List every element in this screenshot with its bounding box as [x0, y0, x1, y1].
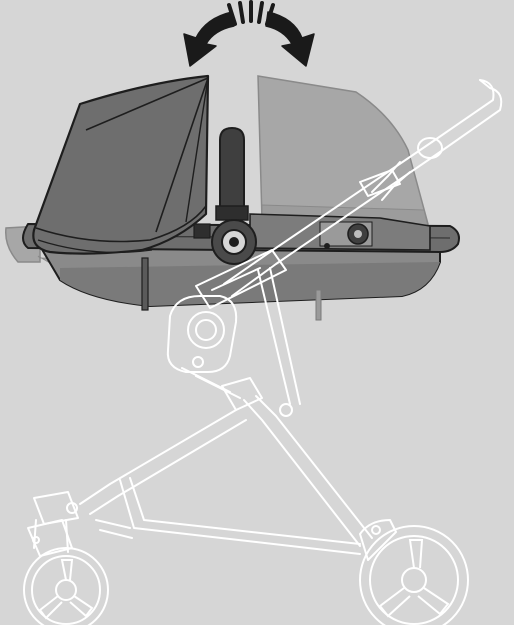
carrycot-canopy-icon [32, 74, 210, 255]
carry-handle [193, 126, 249, 239]
stroller-frame-icon [27, 79, 503, 561]
rotate-arrows-icon [183, 0, 315, 67]
adapter-lock-icon [211, 219, 369, 265]
wheel-icon [23, 525, 469, 625]
